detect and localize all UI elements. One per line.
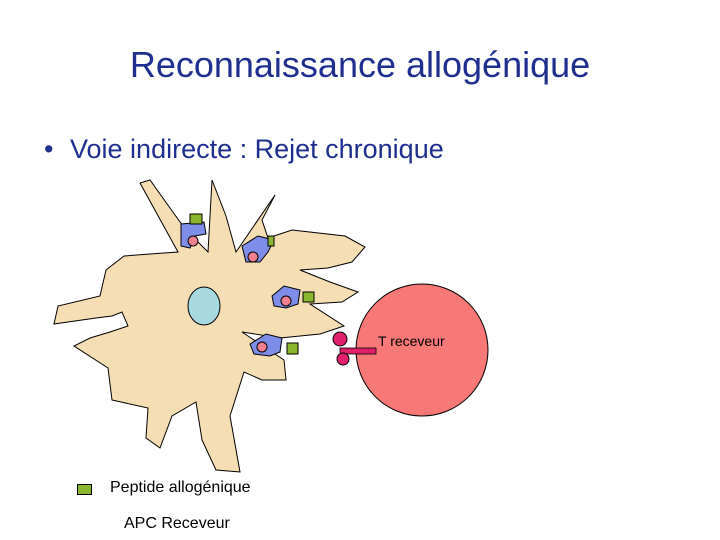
legend-peptide-swatch	[77, 484, 92, 495]
bullet-text: Voie indirecte : Rejet chronique	[70, 134, 444, 164]
allogeneic-peptide	[302, 291, 315, 303]
legend-peptide-label: Peptide allogénique	[110, 479, 251, 496]
tcr-head	[332, 331, 348, 347]
allogeneic-peptide	[189, 213, 203, 225]
self-peptide	[256, 341, 268, 353]
apc-receveur-label: APC Receveur	[124, 515, 230, 532]
apc-receveur-cell	[53, 179, 366, 473]
tcr-stalk	[339, 347, 377, 355]
slide-title: Reconnaissance allogénique	[129, 44, 591, 85]
self-peptide	[187, 235, 199, 247]
t-receveur-label: T receveur	[378, 333, 445, 349]
allogeneic-peptide	[286, 342, 299, 355]
tcr-head	[336, 352, 350, 366]
apc-nucleus	[187, 286, 221, 326]
bullet-marker: •	[44, 134, 54, 164]
self-peptide	[280, 295, 292, 307]
self-peptide	[247, 251, 259, 263]
bullet-item: • Voie indirecte : Rejet chronique	[44, 134, 444, 165]
allogeneic-peptide	[267, 235, 275, 247]
